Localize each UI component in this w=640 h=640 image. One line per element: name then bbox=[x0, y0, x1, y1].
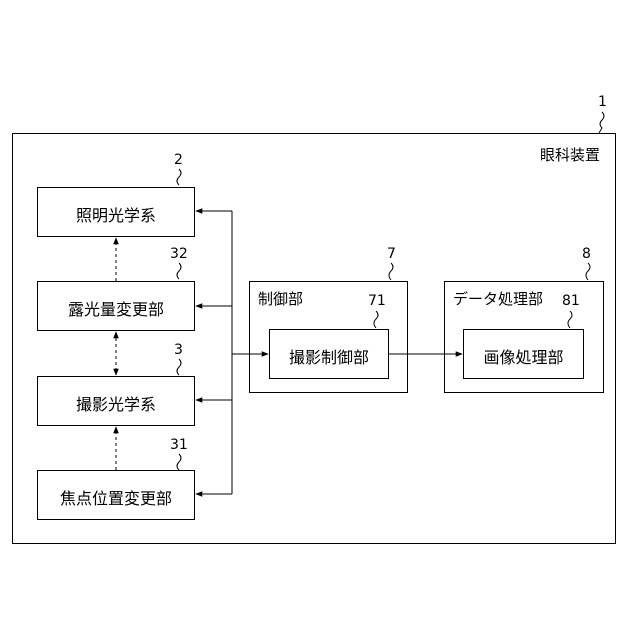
imaging-control-ref-leader bbox=[374, 311, 378, 328]
exposure-changer-ref-leader bbox=[177, 263, 181, 279]
control-ref-leader bbox=[389, 263, 393, 280]
focus-changer-ref-leader bbox=[177, 454, 181, 470]
image-processing-ref-leader bbox=[568, 311, 572, 328]
device-ref-leader bbox=[599, 112, 604, 133]
imaging-optics-ref-leader bbox=[177, 359, 181, 375]
data-processing-ref-leader bbox=[586, 263, 590, 280]
illumination-ref-leader bbox=[177, 169, 181, 185]
